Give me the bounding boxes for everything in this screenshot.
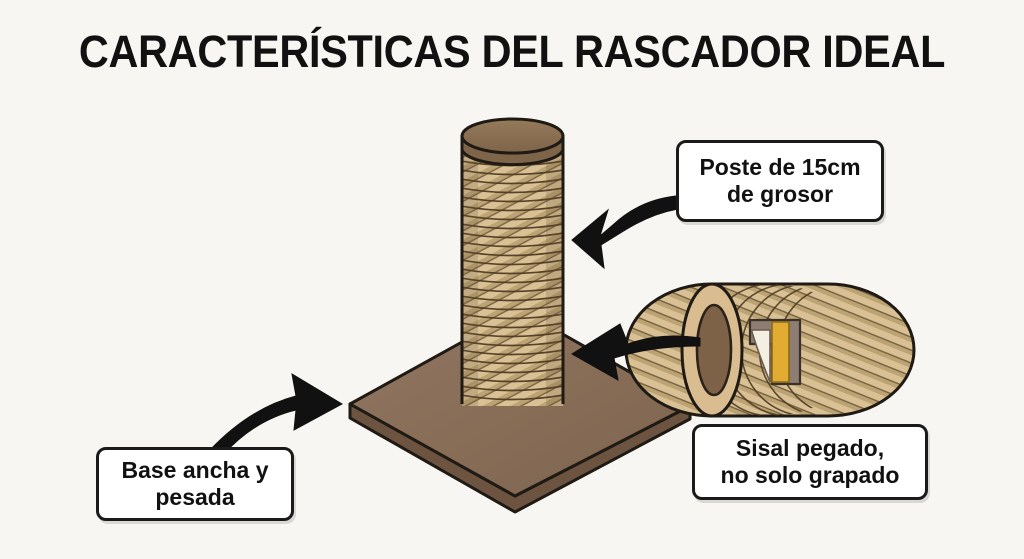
scratching-post-column [460,117,565,406]
callout-base-line1: Base ancha y [121,456,269,483]
callout-sisal-line1: Sisal pegado, [735,434,885,461]
callout-sisal-line2: no solo grapado [720,462,900,488]
callout-poste-line2: de grosor [726,181,834,207]
callout-base-line2: pesada [155,484,235,510]
callout-base-ancha: Base ancha y pesada [96,447,294,521]
arrow-to-base [209,373,344,457]
arrow-to-post [571,195,679,270]
callout-poste-line1: Poste de 15cm [699,153,861,180]
callout-poste-grosor: Poste de 15cm de grosor [676,140,884,222]
arrow-to-rope-joint [571,323,701,381]
callout-sisal-pegado: Sisal pegado, no solo grapado [692,424,928,500]
page-title: CARACTERÍSTICAS DEL RASCADOR IDEAL [78,26,946,77]
sisal-rope-detail [624,282,916,418]
